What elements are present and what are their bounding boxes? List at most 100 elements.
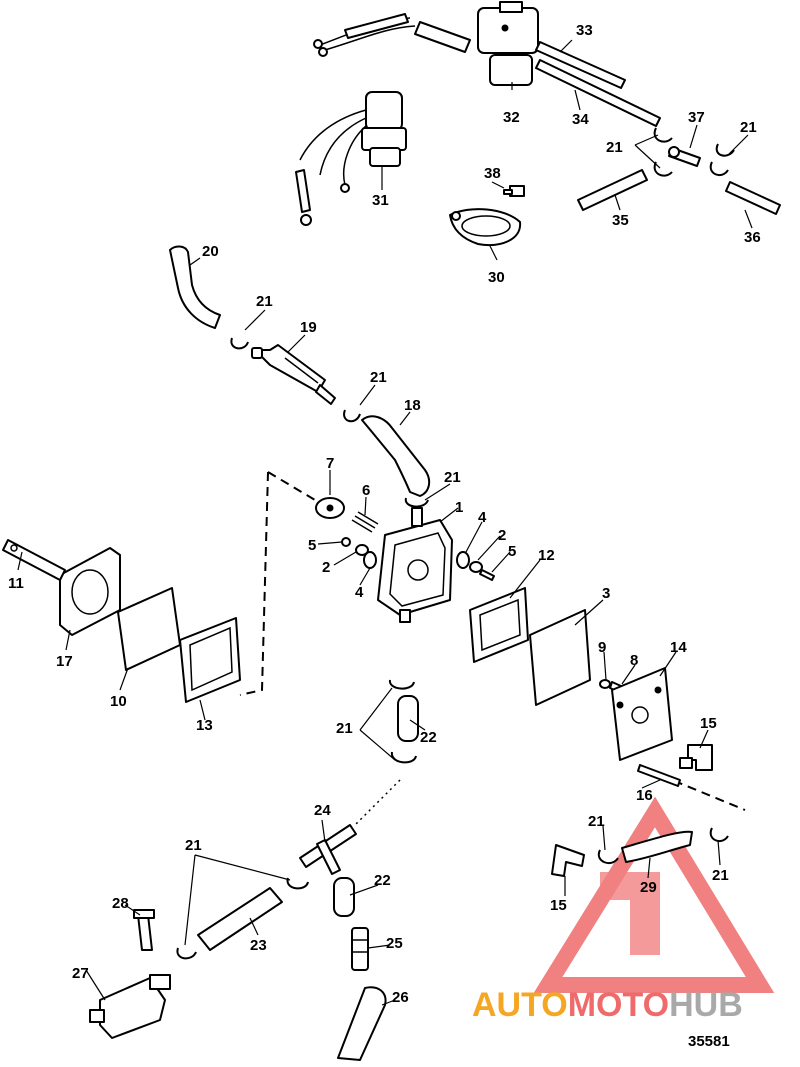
hose-18 [361,415,431,497]
callout-26: 26 [392,989,409,1006]
callout-29: 29 [640,879,657,896]
check-valve-parts-2-4-5-right [456,551,495,581]
callout-21: 21 [370,369,387,386]
callout-16: 16 [636,787,653,804]
watermark-auto: AUTO [472,986,568,1024]
diagram-reference-number: 35581 [688,1033,730,1050]
callout-23: 23 [250,937,267,954]
gasket-13 [179,617,241,703]
bolt-28 [133,909,155,951]
callout-8: 8 [630,652,638,669]
hose-22-lower [333,877,355,917]
hose-26 [337,986,387,1061]
watermark-hub: HUB [669,986,743,1024]
callout-31: 31 [372,192,389,209]
primer-valve-27 [89,974,171,1039]
callout-21: 21 [336,720,353,737]
callout-5: 5 [508,543,516,560]
svg-text:AUTOMOTOHUB: AUTOMOTOHUB [472,986,743,1024]
solenoid-31 [295,91,407,226]
callout-14: 14 [670,639,687,656]
callout-6: 6 [362,482,370,499]
water-separating-fuel-filter-32 [477,1,539,86]
callout-30: 30 [488,269,505,286]
callout-9: 9 [598,639,606,656]
callout-15: 15 [700,715,717,732]
callout-1: 1 [455,499,463,516]
hose-20 [169,245,221,329]
gasket-3 [529,609,591,706]
wire-harness-top [313,13,416,57]
callout-13: 13 [196,717,213,734]
callout-labels: 33 32 34 31 38 30 21 37 21 35 36 20 21 1… [8,22,761,1006]
callout-7: 7 [326,455,334,472]
callout-4: 4 [355,584,364,601]
watermark-text: AUTOMOTOHUB [472,986,743,1024]
spring-6 [351,511,379,533]
hose-22-upper [397,695,419,742]
callout-12: 12 [538,547,555,564]
tee-fitting-24 [299,824,357,875]
callout-5: 5 [308,537,316,554]
callout-11: 11 [8,575,24,592]
callout-35: 35 [612,212,629,229]
clamps-21-middle [230,337,429,508]
bracket-30 [449,208,522,246]
callout-37: 37 [688,109,705,126]
screw-38 [503,185,525,197]
gasket-12 [469,587,529,663]
clamps-21-lower [176,679,729,960]
inline-fuel-filter-19 [251,344,336,405]
callout-27: 27 [72,965,89,982]
callout-10: 10 [110,693,127,710]
callout-25: 25 [386,935,403,952]
callout-34: 34 [572,111,589,128]
fuel-pump-body-1 [377,507,453,623]
leader-lines [17,39,753,1006]
adapter-plate-17 [59,547,121,636]
callout-15: 15 [550,897,567,914]
callout-3: 3 [602,585,610,602]
hose-29 [621,830,693,863]
pin-11 [2,539,66,581]
callout-22: 22 [374,872,391,889]
callout-21: 21 [256,293,273,310]
callout-21: 21 [712,867,729,884]
callout-17: 17 [56,653,73,670]
watermark-moto: MOTO [568,986,669,1024]
fuel-hose-top [414,21,471,53]
callout-22: 22 [420,729,437,746]
callout-21: 21 [588,813,605,830]
elbow-fitting-15-upper [679,744,713,771]
callout-21: 21 [444,469,461,486]
hoses-33-34 [535,41,661,127]
hose-35 [577,169,648,211]
gasket-10 [117,587,181,671]
callout-33: 33 [576,22,593,39]
fitting-37 [668,146,701,167]
callout-24: 24 [314,802,331,819]
callout-36: 36 [744,229,761,246]
hose-23 [197,887,283,951]
elbow-fitting-15-lower [551,844,585,877]
callout-28: 28 [112,895,129,912]
callout-4: 4 [478,509,487,526]
fitting-25 [351,927,369,971]
watermark-logo [533,796,775,993]
hose-36 [725,181,781,215]
screw-16 [637,764,681,787]
pump-cover-14 [611,667,673,761]
callout-2: 2 [498,527,506,544]
callout-21: 21 [606,139,623,156]
callout-2: 2 [322,559,330,576]
callout-21: 21 [740,119,757,136]
callout-38: 38 [484,165,501,182]
callout-18: 18 [404,397,421,414]
callout-19: 19 [300,319,317,336]
callout-32: 32 [503,109,520,126]
callout-20: 20 [202,243,219,260]
callout-21: 21 [185,837,202,854]
diaphragm-7 [315,497,345,519]
check-valve-parts-2-4-5-left [341,537,377,569]
